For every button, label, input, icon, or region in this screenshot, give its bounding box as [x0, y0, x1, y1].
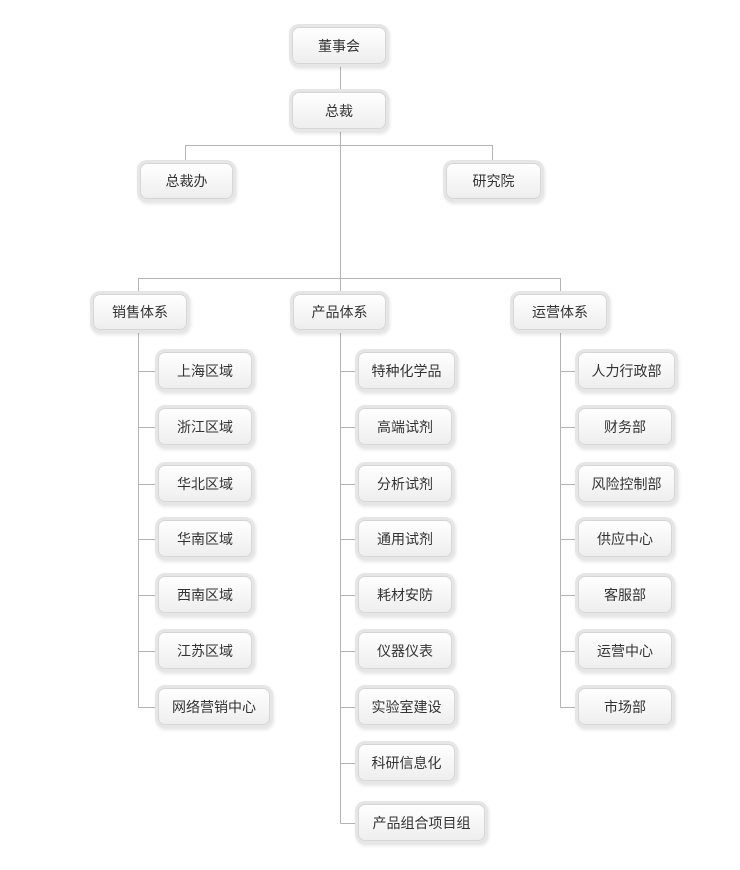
node-system-1: 产品体系: [293, 294, 386, 330]
node-unit-1-5: 仪器仪表: [358, 632, 452, 669]
node-unit-2-4-label: 客服部: [604, 587, 646, 604]
node-unit-1-8-label: 产品组合项目组: [372, 815, 471, 832]
node-unit-0-1: 浙江区域: [158, 408, 252, 445]
node-unit-1-3: 通用试剂: [358, 520, 452, 557]
node-unit-1-1: 高端试剂: [358, 408, 452, 445]
node-system-1-label: 产品体系: [311, 305, 368, 321]
node-unit-2-2: 风险控制部: [578, 465, 675, 502]
node-unit-0-5-label: 江苏区域: [177, 643, 233, 660]
node-unit-1-8: 产品组合项目组: [358, 804, 485, 841]
node-unit-2-0-label: 人力行政部: [591, 363, 662, 380]
node-unit-2-3: 供应中心: [578, 520, 672, 557]
node-unit-2-3-label: 供应中心: [597, 531, 653, 548]
node-unit-2-5: 运营中心: [578, 632, 672, 669]
node-unit-1-7: 科研信息化: [358, 744, 455, 781]
node-system-2-label: 运营体系: [532, 305, 588, 321]
node-unit-1-2: 分析试剂: [358, 465, 452, 502]
node-unit-0-4: 西南区域: [158, 576, 252, 613]
node-unit-0-4-label: 西南区域: [177, 587, 233, 604]
node-unit-1-6-label: 实验室建设: [371, 699, 442, 716]
node-system-2: 运营体系: [513, 294, 607, 330]
node-unit-0-3-label: 华南区域: [177, 531, 233, 548]
node-unit-1-4-label: 耗材安防: [377, 587, 433, 604]
node-unit-0-2-label: 华北区域: [177, 476, 233, 493]
node-system-0-label: 销售体系: [112, 305, 168, 321]
node-unit-0-0-label: 上海区域: [177, 363, 233, 380]
node-unit-2-5-label: 运营中心: [597, 643, 653, 660]
node-unit-2-6-label: 市场部: [604, 699, 646, 716]
node-unit-1-3-label: 通用试剂: [377, 531, 433, 548]
node-unit-2-0: 人力行政部: [578, 352, 675, 389]
node-unit-2-4: 客服部: [578, 576, 672, 613]
node-unit-2-1-label: 财务部: [604, 419, 646, 436]
node-unit-0-0: 上海区域: [158, 352, 252, 389]
node-president: 总裁: [292, 92, 386, 129]
node-president-office-label: 总裁办: [165, 174, 208, 190]
node-unit-0-6: 网络营销中心: [158, 688, 270, 725]
node-unit-2-1: 财务部: [578, 408, 672, 445]
node-board: 董事会: [292, 27, 386, 64]
node-unit-2-6: 市场部: [578, 688, 672, 725]
node-unit-1-4: 耗材安防: [358, 576, 452, 613]
node-unit-0-3: 华南区域: [158, 520, 252, 557]
node-unit-0-1-label: 浙江区域: [177, 419, 233, 436]
node-unit-0-5: 江苏区域: [158, 632, 252, 669]
node-unit-1-1-label: 高端试剂: [377, 419, 433, 436]
node-unit-0-6-label: 网络营销中心: [172, 699, 256, 716]
node-system-0: 销售体系: [93, 294, 187, 330]
node-unit-1-0: 特种化学品: [358, 352, 455, 389]
node-president-label: 总裁: [325, 103, 353, 120]
node-unit-1-2-label: 分析试剂: [377, 476, 433, 493]
node-research-institute-label: 研究院: [472, 174, 515, 190]
node-board-label: 董事会: [318, 38, 360, 55]
node-unit-1-6: 实验室建设: [358, 688, 455, 725]
node-unit-1-5-label: 仪器仪表: [377, 643, 433, 660]
node-unit-1-7-label: 科研信息化: [371, 755, 442, 772]
node-unit-0-2: 华北区域: [158, 465, 252, 502]
node-unit-1-0-label: 特种化学品: [371, 363, 442, 380]
node-research-institute: 研究院: [446, 163, 541, 199]
node-president-office: 总裁办: [140, 163, 233, 199]
node-unit-2-2-label: 风险控制部: [591, 476, 662, 493]
